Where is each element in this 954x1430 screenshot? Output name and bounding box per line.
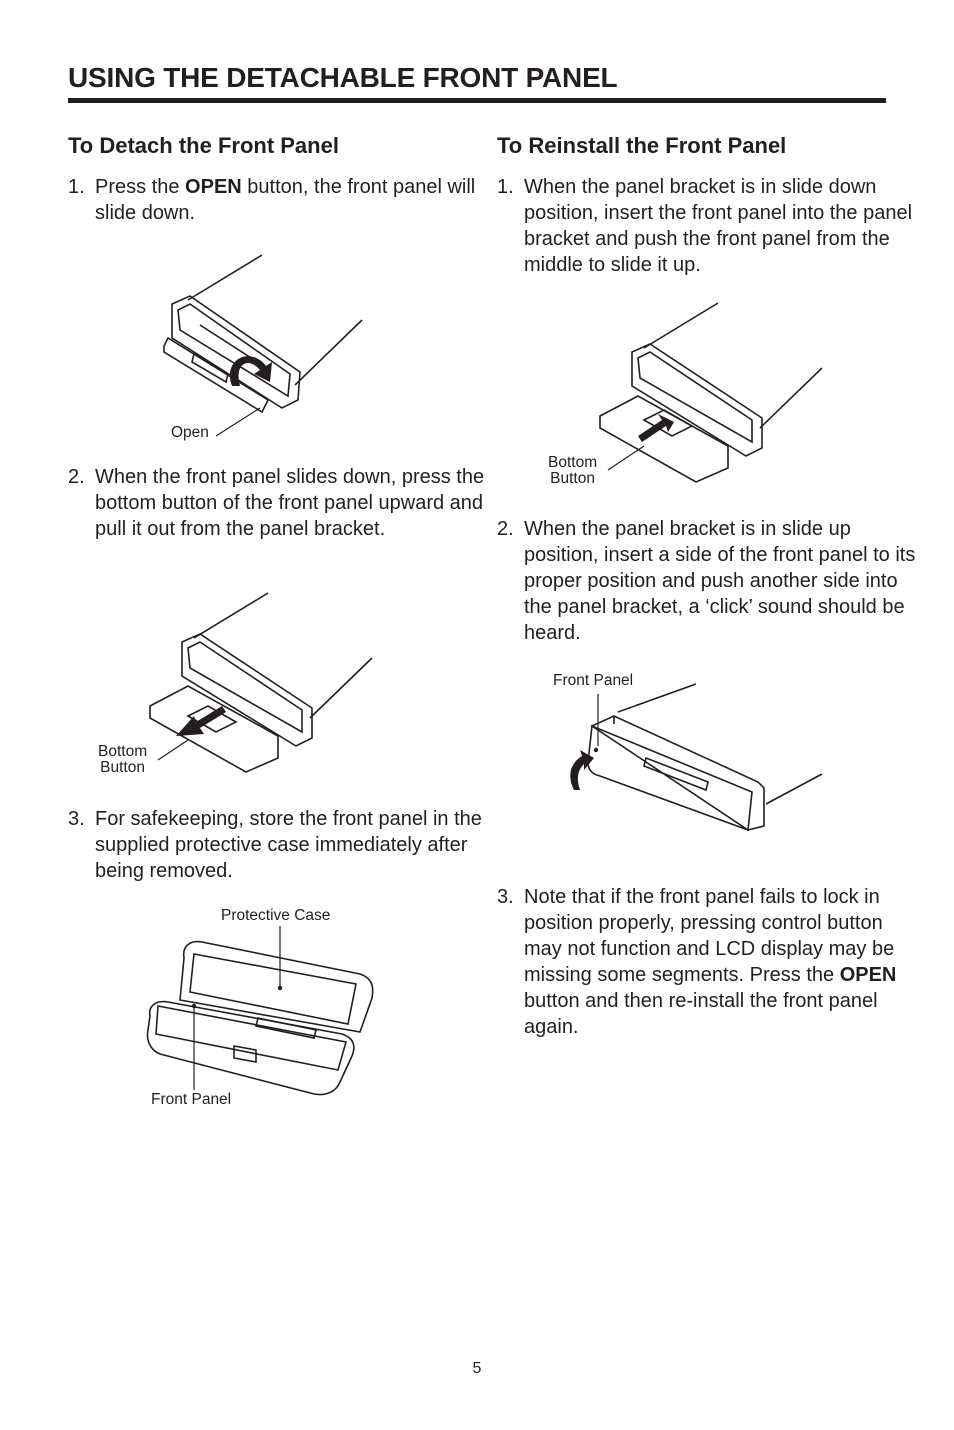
detach-heading: To Detach the Front Panel (68, 133, 339, 158)
reinstall-heading: To Reinstall the Front Panel (497, 133, 787, 158)
reinstall-figure-click: Front Panel (552, 670, 832, 840)
curved-arrow-icon (570, 750, 594, 790)
detach-figure-open: Open (150, 250, 380, 441)
rotate-arrow-icon (229, 356, 272, 386)
detach-figure-pull: Bottom Button (96, 590, 376, 780)
label-protective-case: Protective Case (221, 907, 331, 924)
detach-step-1: 1.Press the OPEN button, the front panel… (68, 176, 476, 224)
detach-step-3: 3.For safekeeping, store the front panel… (68, 808, 482, 882)
protective-case-illustration (146, 926, 374, 1096)
label-bottom-button-left: Bottom Button (98, 743, 148, 776)
detach-step-2: 2.When the front panel slides down, pres… (68, 466, 485, 540)
page-number: 5 (472, 1360, 482, 1377)
radio-open-illustration (163, 254, 363, 437)
radio-pull-out-illustration (149, 592, 373, 773)
pull-arrow-icon (176, 706, 226, 736)
label-open: Open (171, 424, 209, 441)
push-arrow-icon (638, 414, 674, 442)
reinstall-figure-insert: Bottom Button (546, 300, 826, 490)
page-title: USING THE DETACHABLE FRONT PANEL (68, 62, 886, 103)
radio-insert-illustration (599, 302, 823, 483)
reinstall-step-1: 1.When the panel bracket is in slide dow… (497, 176, 913, 276)
label-front-panel-click: Front Panel (553, 672, 634, 689)
label-front-panel-case: Front Panel (151, 1091, 232, 1108)
detach-figure-case: Protective Case Front Panel (146, 906, 386, 1108)
reinstall-step-2: 2.When the panel bracket is in slide up … (497, 518, 916, 644)
reinstall-step-3: 3.Note that if the front panel fails to … (497, 886, 897, 1038)
label-bottom-button-right: Bottom Button (548, 454, 598, 487)
radio-click-in-illustration (570, 683, 823, 832)
